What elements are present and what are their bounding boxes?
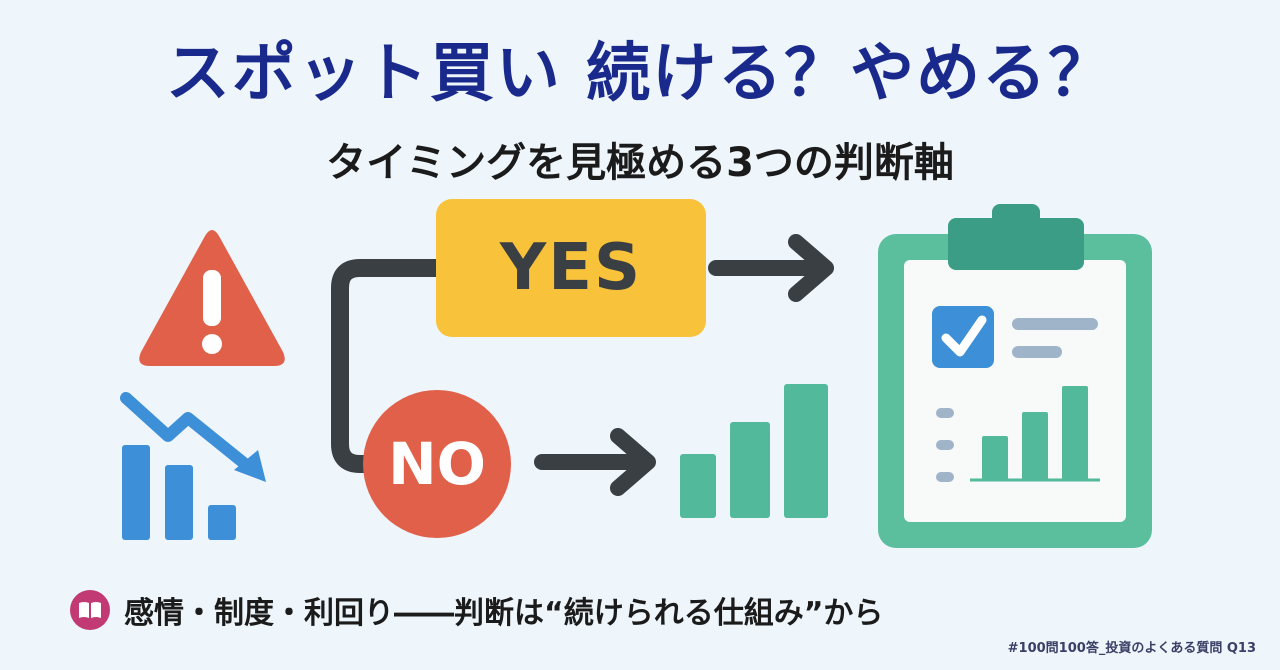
page-title: スポット買い 続ける？やめる？ [165, 37, 1115, 111]
decline-chart-icon [120, 392, 266, 540]
yes-box: YES [436, 199, 706, 337]
footer-text: 感情・制度・利回り――判断は“続けられる仕組み”から [124, 596, 884, 631]
book-icon [70, 590, 110, 630]
growth-chart-icon [680, 384, 828, 518]
clipboard-icon [878, 204, 1152, 548]
footer-note: 感情・制度・利回り――判断は“続けられる仕組み”から [70, 588, 883, 632]
no-arrow [534, 428, 656, 496]
hashtag-label: #100問100答_投資のよくある質問 Q13 [1007, 641, 1256, 656]
warning-icon [139, 230, 285, 366]
branch-connector [331, 259, 445, 473]
page-subtitle: タイミングを見極める3つの判断軸 [326, 140, 954, 186]
yes-arrow [708, 234, 834, 302]
no-circle: NO [363, 390, 511, 538]
